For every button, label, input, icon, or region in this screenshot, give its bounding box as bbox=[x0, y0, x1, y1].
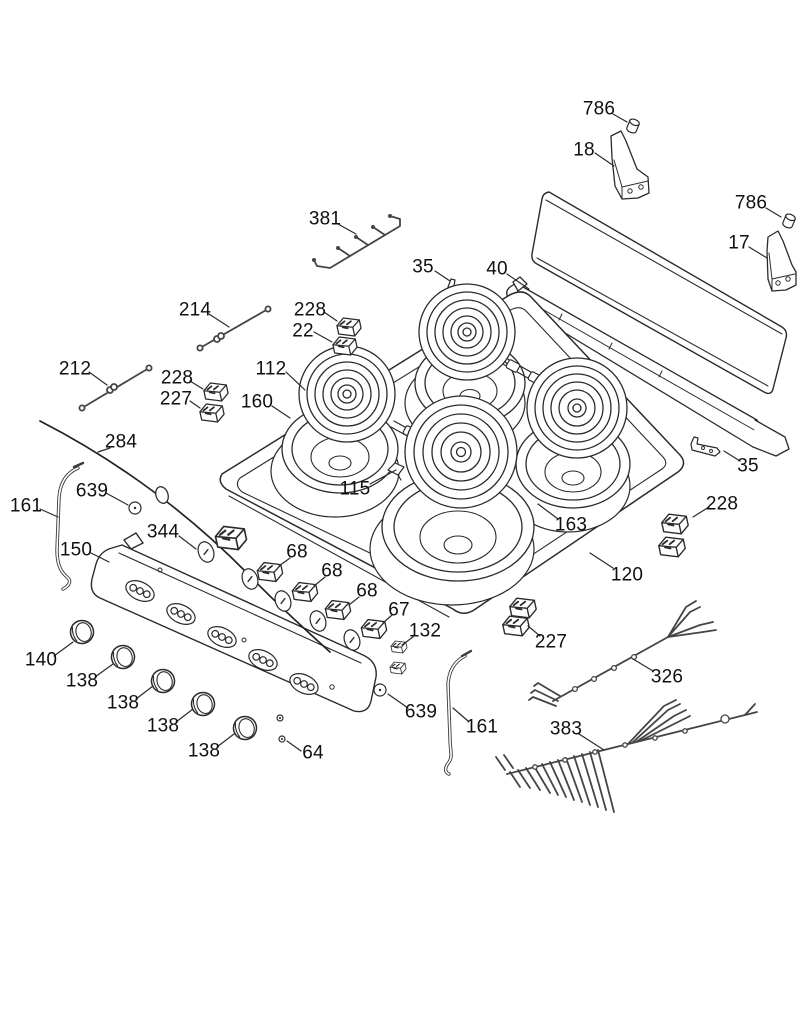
part-label-383: 383 bbox=[549, 718, 583, 740]
part-label-150: 150 bbox=[59, 539, 93, 561]
screw-786-right bbox=[781, 212, 797, 230]
oval-marker bbox=[194, 538, 218, 566]
coil-element-right bbox=[526, 357, 628, 459]
part-label-120: 120 bbox=[610, 564, 644, 586]
part-label-17: 17 bbox=[728, 232, 750, 254]
screws-64 bbox=[276, 714, 286, 743]
part-label-35-top: 35 bbox=[412, 256, 434, 278]
part-label-68-3: 68 bbox=[356, 580, 378, 602]
part-label-40: 40 bbox=[486, 258, 508, 280]
switch-132-1 bbox=[389, 638, 409, 656]
backsplash-panel bbox=[531, 191, 788, 395]
switch-132-2 bbox=[388, 659, 408, 677]
leader-lines bbox=[39, 113, 782, 752]
part-label-161-left: 161 bbox=[9, 495, 43, 517]
wire-harness-381 bbox=[312, 214, 401, 269]
switch-67 bbox=[359, 615, 389, 643]
switch-227-left bbox=[197, 400, 227, 426]
part-label-138-2: 138 bbox=[106, 692, 140, 714]
rod-212 bbox=[78, 364, 153, 412]
wire-161-right bbox=[443, 649, 473, 776]
bracket-18 bbox=[610, 130, 650, 200]
part-label-284: 284 bbox=[104, 431, 138, 453]
part-label-786-top: 786 bbox=[582, 98, 616, 120]
switch-228-left bbox=[201, 379, 231, 405]
grommet-639-left bbox=[128, 501, 142, 515]
grommet-ring bbox=[155, 486, 169, 504]
part-label-228-left: 228 bbox=[160, 367, 194, 389]
knob-138-1 bbox=[108, 642, 138, 672]
coil-element-rear bbox=[418, 283, 516, 381]
part-label-138-1: 138 bbox=[65, 670, 99, 692]
part-label-228-top: 228 bbox=[293, 299, 327, 321]
wire-161-left bbox=[55, 461, 85, 591]
part-label-639-right: 639 bbox=[404, 701, 438, 723]
part-label-160: 160 bbox=[240, 391, 274, 413]
rod-214 bbox=[196, 305, 272, 352]
part-label-35-right: 35 bbox=[737, 455, 759, 477]
part-label-18: 18 bbox=[573, 139, 595, 161]
part-label-115: 115 bbox=[339, 478, 371, 500]
switch-228-right-1 bbox=[659, 509, 691, 539]
switch-68-3 bbox=[323, 596, 353, 624]
part-label-132: 132 bbox=[408, 620, 442, 642]
switch-344 bbox=[212, 521, 250, 555]
wire-harness-326 bbox=[528, 600, 717, 707]
part-label-228-right: 228 bbox=[705, 493, 739, 515]
screw-786-top bbox=[625, 117, 641, 135]
panel-oval-cutouts bbox=[125, 580, 319, 695]
switch-228-top bbox=[334, 314, 364, 340]
part-label-67: 67 bbox=[388, 599, 410, 621]
coil-element-left-112 bbox=[298, 345, 396, 443]
part-label-381: 381 bbox=[308, 208, 342, 230]
wire-harness-383 bbox=[495, 699, 758, 813]
bracket-35-right bbox=[690, 436, 721, 457]
part-label-64: 64 bbox=[302, 742, 324, 764]
oval-marker bbox=[271, 587, 295, 615]
knob-138-2 bbox=[148, 666, 178, 696]
switch-228-right-2 bbox=[656, 532, 688, 562]
knob-138-4 bbox=[230, 713, 260, 743]
part-label-344: 344 bbox=[146, 521, 180, 543]
part-label-68-1: 68 bbox=[286, 541, 308, 563]
part-label-163: 163 bbox=[554, 514, 588, 536]
element-wire-284 bbox=[39, 420, 331, 653]
part-label-138-4: 138 bbox=[187, 740, 221, 762]
part-label-786-right: 786 bbox=[734, 192, 768, 214]
knob-140 bbox=[67, 617, 97, 647]
drip-bowl-front bbox=[381, 472, 535, 582]
part-label-639-left: 639 bbox=[75, 480, 109, 502]
knob-138-3 bbox=[188, 689, 218, 719]
part-label-138-3: 138 bbox=[146, 715, 180, 737]
coil-element-front bbox=[404, 395, 518, 509]
grommet-639-right bbox=[373, 683, 387, 697]
part-label-212: 212 bbox=[58, 358, 92, 380]
part-label-326: 326 bbox=[650, 666, 684, 688]
switch-68-1 bbox=[255, 558, 285, 586]
part-label-214: 214 bbox=[178, 299, 212, 321]
switch-68-2 bbox=[290, 578, 320, 606]
part-label-161-right: 161 bbox=[465, 716, 499, 738]
bracket-17 bbox=[766, 230, 797, 292]
part-label-227-right: 227 bbox=[534, 631, 568, 653]
part-label-140: 140 bbox=[24, 649, 58, 671]
part-label-227-left: 227 bbox=[159, 388, 193, 410]
part-label-112: 112 bbox=[255, 358, 287, 380]
part-label-22: 22 bbox=[292, 320, 314, 342]
part-label-68-2: 68 bbox=[321, 560, 343, 582]
rear-trim-40 bbox=[506, 276, 790, 457]
